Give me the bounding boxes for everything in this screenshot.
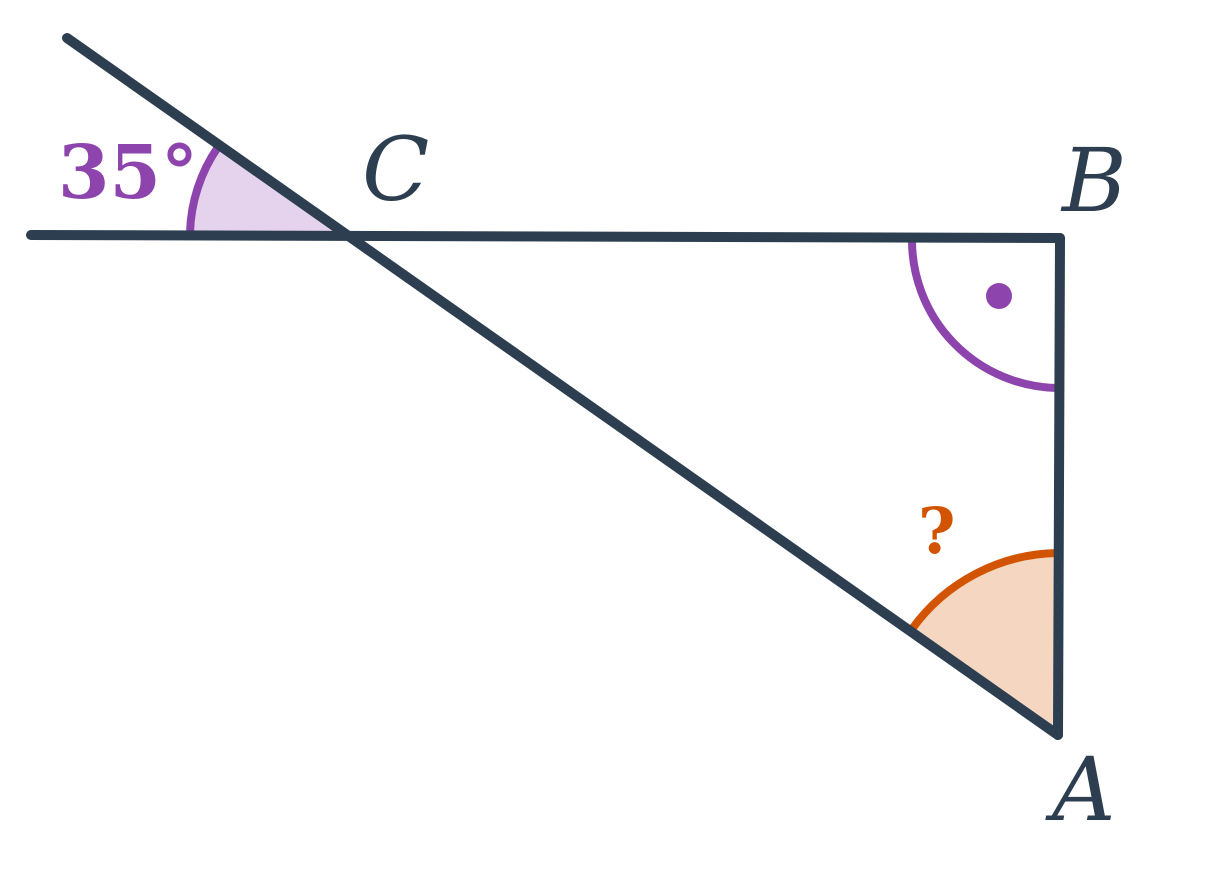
unknown-angle-fill bbox=[912, 553, 1058, 735]
right-angle-dot bbox=[986, 283, 1012, 309]
vertex-label-c: C bbox=[362, 118, 429, 221]
horizontal-line-through-c-b bbox=[26, 230, 1065, 243]
segment-a-b bbox=[1053, 233, 1065, 740]
given-angle-label: 35° bbox=[58, 130, 198, 216]
line-through-a-c bbox=[62, 33, 1063, 740]
unknown-angle-label: ? bbox=[918, 494, 956, 569]
vertex-label-a: A bbox=[1045, 738, 1116, 841]
given-angle-arc bbox=[186, 144, 222, 234]
unknown-angle-arc bbox=[908, 549, 1058, 632]
vertex-label-b: B bbox=[1060, 129, 1127, 232]
right-angle-arc bbox=[907, 237, 1058, 392]
